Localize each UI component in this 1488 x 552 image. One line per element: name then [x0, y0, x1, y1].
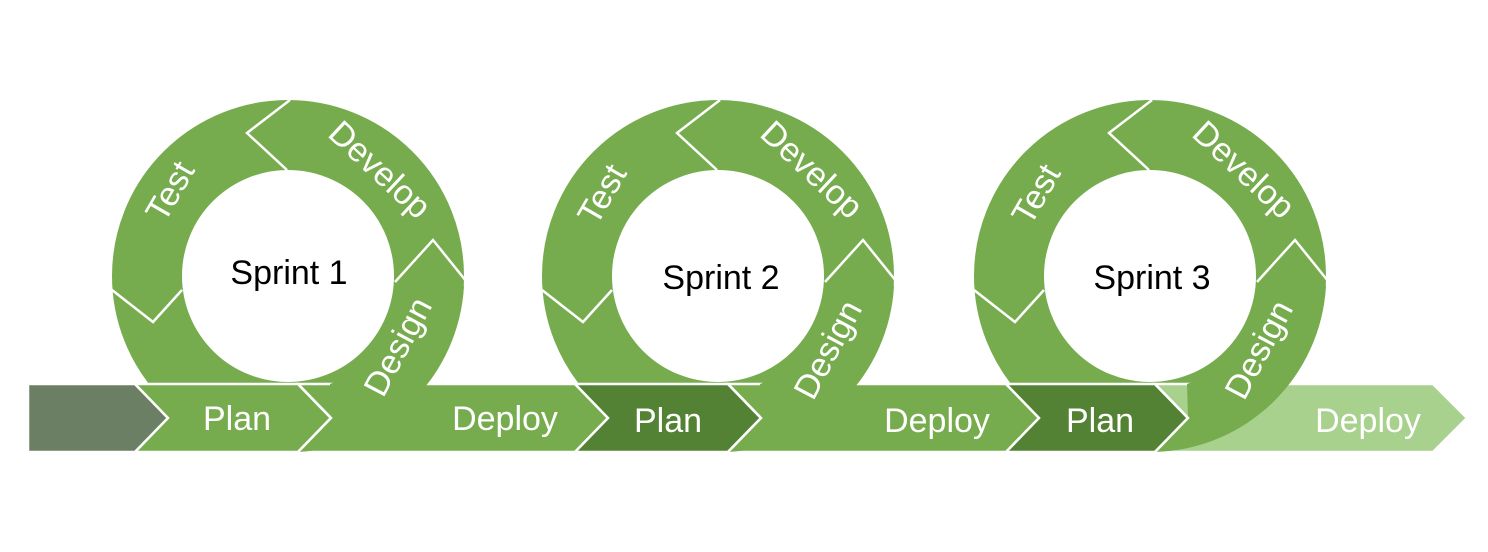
sprint-3-design-sweep [1155, 286, 1326, 452]
sprint-2-design-sweep [728, 286, 894, 452]
sprint-3-title: Sprint 3 [1093, 259, 1210, 297]
sprint-2-chevron-separators [541, 99, 897, 324]
sprint-1-chevron-separators [111, 99, 467, 324]
sprint-2-deploy-label: Deploy [884, 402, 990, 440]
sprint-3-deploy-label: Deploy [1315, 402, 1421, 440]
sprint-3-plan-label: Plan [1066, 402, 1134, 440]
sprint-2-plan-label: Plan [634, 402, 702, 440]
sprint-1-title: Sprint 1 [230, 254, 347, 292]
design-overlaps [297, 286, 1326, 453]
sprint-1-design-sweep [298, 286, 464, 452]
sprint-3-chevron-separators [973, 99, 1329, 324]
sprint-2-title: Sprint 2 [662, 259, 779, 297]
sprint-1-plan-label: Plan [203, 400, 271, 438]
sprint-1-deploy-label: Deploy [452, 400, 558, 438]
